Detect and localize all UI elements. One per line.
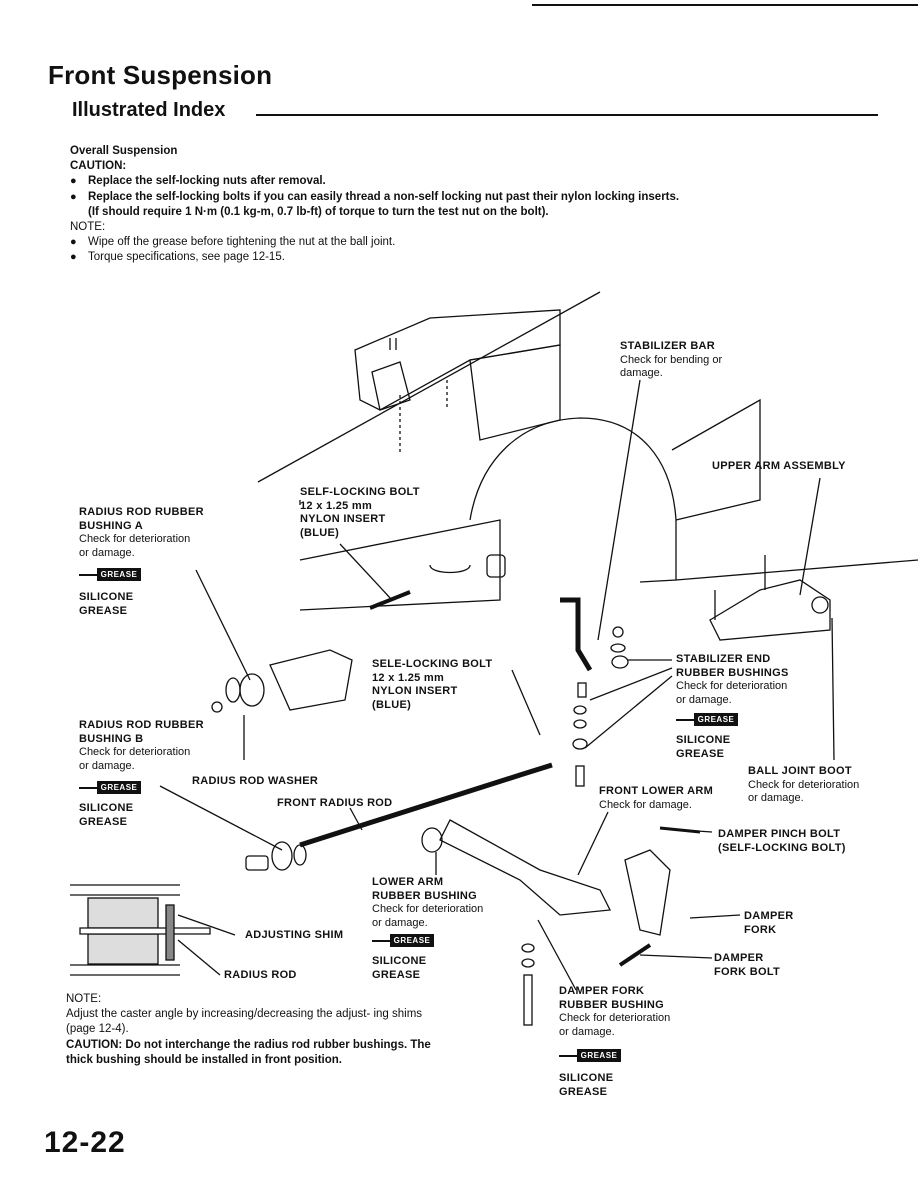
label-damper-fork-bushing: DAMPER FORK RUBBER BUSHING Check for det… bbox=[559, 985, 671, 1098]
label-radius-rod-bushing-b: RADIUS ROD RUBBER BUSHING B Check for de… bbox=[79, 719, 204, 828]
radius-rod-bracket bbox=[269, 649, 353, 711]
collar bbox=[245, 855, 269, 871]
label-front-lower-arm: FRONT LOWER ARM Check for damage. bbox=[599, 785, 714, 811]
damper-fork-bolt bbox=[618, 943, 652, 967]
intro-heading: Overall Suspension bbox=[70, 145, 178, 157]
page-subtitle: Illustrated Index bbox=[72, 99, 226, 121]
label-radius-rod-bushing-a: RADIUS ROD RUBBER BUSHING A Check for de… bbox=[79, 506, 204, 617]
leader-bushing-a bbox=[195, 569, 251, 681]
lower-arm bbox=[439, 819, 612, 916]
shim-detail bbox=[70, 884, 236, 976]
label-radius-rod: RADIUS ROD bbox=[224, 969, 297, 981]
end-bushing bbox=[611, 655, 629, 669]
bottom-note-caution: CAUTION: Do not interchange the radius r… bbox=[66, 1038, 431, 1066]
bottom-note-text: Adjust the caster angle by increasing/de… bbox=[66, 1008, 423, 1036]
note-item: ●Wipe off the grease before tightening t… bbox=[70, 236, 396, 249]
leader-stabilizer-bar bbox=[597, 379, 641, 641]
bracket bbox=[371, 361, 411, 411]
grease-icon: GREASE bbox=[559, 1049, 625, 1063]
fork-washer bbox=[521, 943, 535, 953]
leader-upper-arm bbox=[799, 477, 821, 596]
leader-front-radius-rod bbox=[349, 807, 363, 831]
stack-bolt bbox=[575, 765, 585, 787]
leader-stabilizer-end bbox=[584, 659, 673, 749]
end-washer bbox=[610, 643, 626, 653]
leader-washer bbox=[159, 785, 283, 851]
note-label: NOTE: bbox=[70, 221, 106, 234]
label-stabilizer-end-bushings: STABILIZER END RUBBER BUSHINGS Check for… bbox=[676, 653, 789, 760]
caution-label: CAUTION: bbox=[70, 160, 127, 173]
bushing-a bbox=[239, 673, 265, 707]
leader-radius-rod bbox=[177, 939, 221, 976]
caution-item: ●Replace the self-locking bolts if you c… bbox=[70, 190, 680, 203]
label-lower-arm-bushing: LOWER ARM RUBBER BUSHING Check for deter… bbox=[372, 876, 484, 981]
nut-a bbox=[211, 701, 223, 713]
fork-bolt-shaft bbox=[523, 974, 533, 1026]
washer-b bbox=[293, 844, 307, 866]
page-number: 12-22 bbox=[44, 1126, 126, 1159]
washer-a bbox=[225, 677, 241, 703]
dashed-guide bbox=[399, 380, 448, 452]
shock-tower bbox=[469, 344, 561, 441]
fork-washer bbox=[521, 958, 535, 968]
label-adjusting-shim: ADJUSTING SHIM bbox=[245, 929, 344, 941]
caution-sub: (If should require 1 N·m (0.1 kg-m, 0.7 … bbox=[88, 205, 549, 218]
leader-adjusting-shim bbox=[177, 914, 236, 936]
label-upper-self-locking-bolt: SELF-LOCKING BOLT 12 x 1.25 mm NYLON INS… bbox=[300, 486, 420, 539]
grease-icon: GREASE bbox=[676, 713, 742, 727]
leader-upper-bolt bbox=[339, 543, 393, 601]
intro-block: Overall Suspension CAUTION: ●Replace the… bbox=[70, 144, 830, 266]
label-stabilizer-bar: STABILIZER BAR Check for bending or dama… bbox=[620, 340, 723, 380]
label-ball-joint-boot: BALL JOINT BOOT Check for deterioration … bbox=[748, 765, 860, 805]
stack-washer bbox=[573, 705, 587, 715]
leader-ball-joint bbox=[831, 617, 835, 761]
body-top-panel bbox=[354, 309, 561, 411]
bushing-b bbox=[271, 841, 293, 871]
damper-fork bbox=[624, 849, 671, 936]
upper-arm-bolts bbox=[714, 555, 766, 620]
grease-icon: GREASE bbox=[372, 934, 438, 948]
grease-icon: GREASE bbox=[79, 781, 145, 795]
leader-damper-fork-bolt bbox=[639, 954, 713, 959]
fender-arch bbox=[469, 417, 677, 583]
upper-self-locking-bolt bbox=[369, 590, 411, 610]
body-line bbox=[257, 291, 601, 483]
note-item: ●Torque specifications, see page 12-15. bbox=[70, 251, 285, 264]
caution-item: ●Replace the self-locking nuts after rem… bbox=[70, 175, 326, 188]
bottom-note: NOTE: Adjust the caster angle by increas… bbox=[66, 992, 436, 1068]
subframe bbox=[299, 519, 501, 611]
label-damper-fork: DAMPER FORK bbox=[744, 910, 794, 936]
top-bolt bbox=[389, 338, 397, 350]
front-radius-rod bbox=[299, 762, 553, 848]
leader-front-lower-arm bbox=[577, 811, 609, 876]
stack-bushing bbox=[572, 738, 588, 750]
lower-arm-bushing bbox=[421, 827, 443, 853]
end-nut bbox=[612, 626, 624, 638]
end-collar bbox=[577, 682, 587, 698]
leader-damper-pinch bbox=[681, 829, 713, 833]
label-damper-pinch-bolt: DAMPER PINCH BOLT (SELF-LOCKING BOLT) bbox=[718, 828, 846, 854]
fender-panel bbox=[671, 398, 761, 521]
upper-arm bbox=[709, 579, 831, 641]
subtitle-rule bbox=[256, 114, 878, 116]
label-front-radius-rod: FRONT RADIUS ROD bbox=[277, 797, 393, 809]
sill-line bbox=[675, 559, 918, 581]
grease-icon: GREASE bbox=[79, 568, 145, 582]
stack-washer bbox=[573, 719, 587, 729]
label-upper-arm: UPPER ARM ASSEMBLY bbox=[712, 460, 846, 472]
stabilizer-end bbox=[560, 597, 593, 672]
top-rule bbox=[532, 4, 918, 6]
leader-lower-bolt bbox=[511, 669, 541, 736]
stopper bbox=[486, 554, 506, 578]
page-title: Front Suspension bbox=[48, 60, 273, 90]
label-radius-rod-washer: RADIUS ROD WASHER bbox=[192, 775, 319, 787]
label-damper-fork-bolt: DAMPER FORK BOLT bbox=[714, 952, 781, 978]
upper-arm-joint bbox=[811, 596, 829, 614]
leader-damper-fork bbox=[689, 914, 741, 919]
bottom-note-label: NOTE: bbox=[66, 993, 102, 1005]
u-bracket bbox=[429, 564, 471, 574]
leader-fork-bushing bbox=[537, 919, 577, 991]
label-lower-self-locking-bolt: SELE-LOCKING BOLT 12 x 1.25 mm NYLON INS… bbox=[372, 658, 493, 711]
